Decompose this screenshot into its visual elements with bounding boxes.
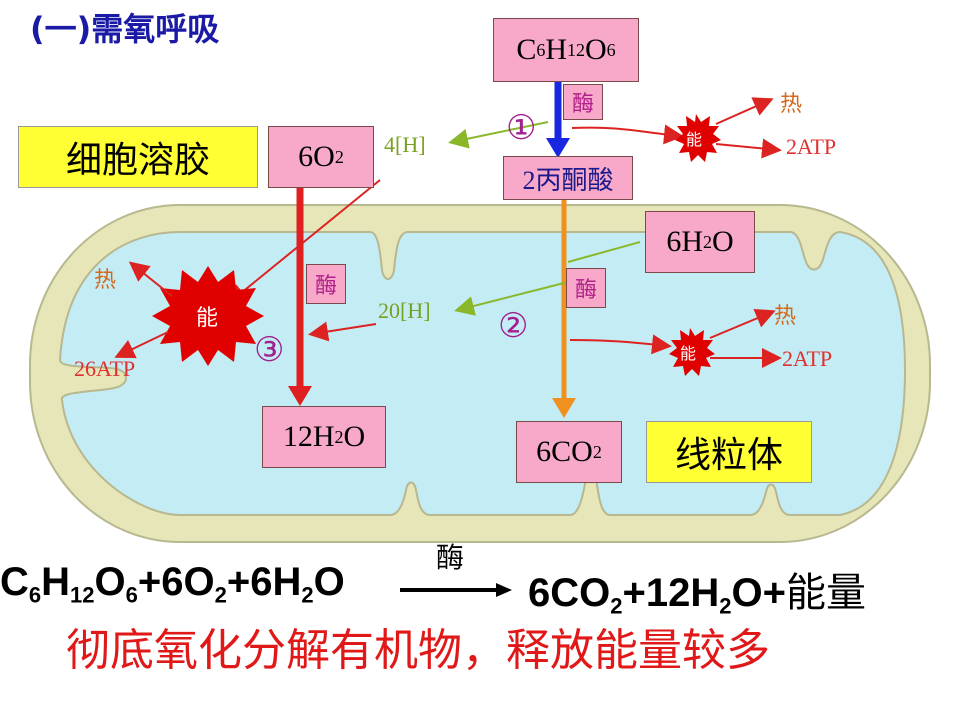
eq-h2o-right: +12H — [622, 571, 720, 615]
heat-label-2: 热 — [774, 304, 797, 329]
equation-right: 6CO2+12H2O+能量 — [528, 560, 866, 618]
eq-h-sub: 12 — [70, 582, 95, 608]
summary-text: 彻底氧化分解有机物，释放能量较多 — [66, 625, 770, 676]
eq-o-end: O — [313, 560, 345, 604]
enzyme-label-2: 酶 — [566, 268, 606, 308]
heat-label-1: 热 — [780, 92, 803, 117]
mitochondria-label: 线粒体 — [646, 421, 812, 483]
pyruvate-box: 2丙酮酸 — [503, 156, 633, 200]
equation-left: C6H12O6+6O2+6H2O — [0, 560, 345, 608]
eq-o: O — [94, 560, 126, 604]
enzyme-label-3: 酶 — [306, 264, 346, 304]
water-in-main: 6H — [666, 225, 703, 258]
h4-label: 4[H] — [384, 132, 426, 157]
atp-label-krebs: 2ATP — [782, 346, 833, 371]
atp-label-glycolysis: 2ATP — [786, 134, 837, 159]
co2-main: 6CO — [536, 435, 593, 468]
heat-label-3: 热 — [94, 268, 117, 293]
eq-co2: 6CO — [528, 571, 611, 615]
glucose-h: H — [545, 33, 567, 66]
eq-energy: 能量 — [785, 570, 866, 616]
glucose-o: O — [585, 33, 607, 66]
h20-label: 20[H] — [378, 298, 431, 323]
water-out-tail: O — [343, 420, 366, 453]
page-title: (一)需氧呼吸 — [30, 10, 220, 48]
stage-mark-2: ② — [498, 306, 529, 346]
eq-co2-sub: 2 — [610, 593, 623, 619]
eq-c-sub: 6 — [28, 582, 42, 608]
water-out-main: 12H — [282, 420, 335, 453]
atp-label-oxidative: 26ATP — [74, 356, 136, 381]
water-in-tail: O — [712, 225, 734, 258]
stage-mark-1: ① — [506, 108, 537, 148]
energy-text-1: 能 — [686, 130, 703, 149]
eq-o2: +6O — [137, 560, 215, 604]
eq-h2o-right-sub: 2 — [719, 593, 732, 619]
energy-text-2: 能 — [680, 344, 697, 363]
energy-text-3: 能 — [196, 306, 219, 331]
energy-burst-krebs — [669, 328, 715, 376]
eq-h: H — [41, 560, 71, 604]
energy-burst-glycolysis — [675, 114, 721, 162]
eq-o2-sub: 2 — [214, 582, 227, 608]
energy-burst-oxidative — [152, 266, 264, 366]
oxygen-main: 6O — [298, 140, 335, 173]
glucose-c: C — [516, 33, 537, 66]
eq-h2o: +6H — [226, 560, 302, 604]
stage-mark-3: ③ — [254, 330, 285, 370]
cytosol-label: 细胞溶胶 — [18, 126, 258, 188]
enzyme-label-1: 酶 — [563, 84, 603, 120]
eq-o-end-right: O+ — [731, 571, 786, 615]
eq-h2o-sub: 2 — [301, 582, 314, 608]
eq-c: C — [0, 560, 29, 604]
eq-o-sub: 6 — [125, 582, 138, 608]
equation-enzyme-label: 酶 — [436, 541, 465, 574]
